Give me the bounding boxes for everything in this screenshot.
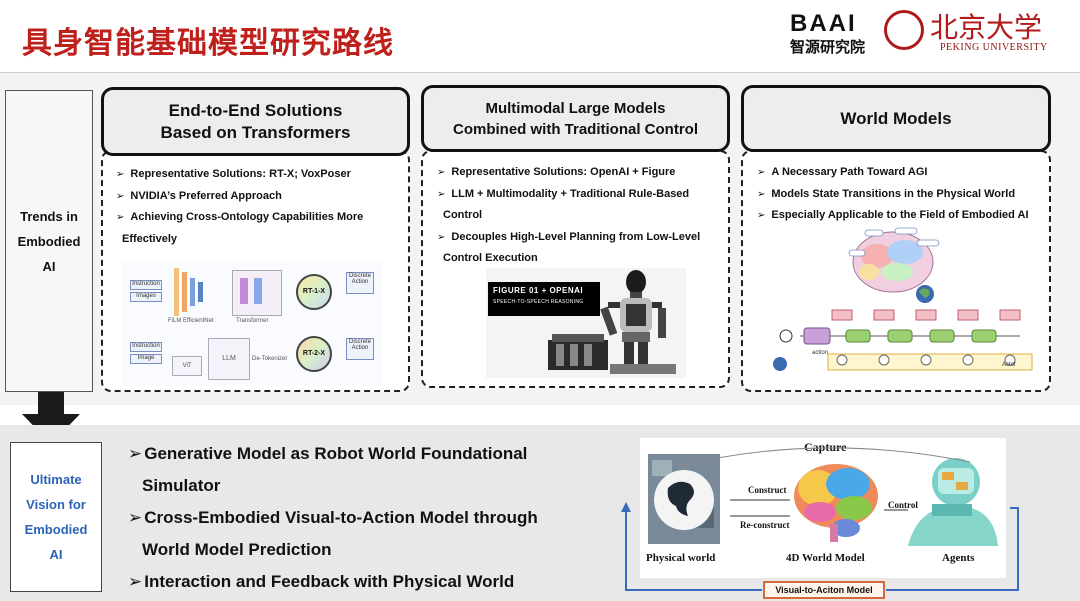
instruction-box: Instruction: [130, 342, 162, 352]
capture-arrows: [679, 447, 971, 517]
construct-label: Construct: [748, 485, 787, 495]
action-label: action: [812, 350, 829, 356]
instruction-box: Instruction: [130, 280, 162, 290]
bullet-item: Representative Solutions: RT-X; VoxPoser: [116, 164, 406, 186]
trends-label: Trends in Embodied AI: [17, 208, 81, 274]
bullet-item-continuation: Control: [443, 209, 483, 221]
film-block: [190, 278, 195, 306]
column-end-to-end-heading: End-to-End Solutions Based on Transforme…: [101, 87, 410, 156]
agents-robot-icon: [908, 458, 998, 546]
pku-logo-chinese: 北京大学: [930, 11, 1043, 44]
bullet-item: Models State Transitions in the Physical…: [757, 184, 1049, 206]
actor-label: Actor: [1002, 362, 1017, 368]
bullet-item: Especially Applicable to the Field of Em…: [757, 205, 1049, 227]
rtx-architecture-figure: Instruction Images FiLM EfficientNet Tra…: [122, 262, 382, 386]
pku-seal-icon: [884, 10, 924, 50]
trends-label-box: Trends in Embodied AI: [5, 90, 93, 392]
reconstruct-label: Re-construct: [740, 520, 790, 530]
bullet-item: NVIDIA’s Preferred Approach: [116, 186, 406, 208]
page-title: 具身智能基础模型研究路线: [22, 26, 394, 61]
bullet-item: Representative Solutions: OpenAI + Figur…: [437, 162, 727, 184]
vision-bullet-continuation: World Model Prediction: [142, 540, 332, 559]
bullet-item: LLM + Multimodality + Traditional Rule-B…: [437, 184, 727, 206]
discrete-action-box: Discrete Action: [346, 338, 374, 360]
transformer-layer: [254, 278, 262, 304]
baai-logo: BAAI: [790, 10, 857, 37]
world-model-loop-figure: Capture Construct Re-construct Control P…: [640, 438, 1006, 578]
figure-caption-panel: FIGURE 01 + OPENAI SPEECH-TO-SPEECH REAS…: [488, 282, 600, 316]
column-world-models-heading: World Models: [741, 85, 1051, 152]
brain-diagram-figure: [845, 224, 945, 306]
vision-bullet-item: Generative Model as Robot World Foundati…: [128, 438, 598, 470]
heading-line: End-to-End Solutions: [168, 100, 343, 120]
heading-line: Combined with Traditional Control: [453, 120, 698, 138]
bullet-item-continuation: Control Execution: [443, 252, 538, 264]
film-block: [198, 282, 203, 302]
visual-to-action-model-box: Visual-to-Aciton Model: [763, 581, 885, 599]
discrete-action-box: Discrete Action: [346, 272, 374, 294]
transformer-layer: [240, 278, 248, 304]
images-box: Images: [130, 292, 162, 302]
agents-label: Agents: [942, 552, 975, 564]
rssm-chain-diagram: [773, 309, 1033, 371]
vision-label-box: Ultimate Vision for Embodied AI: [10, 442, 102, 592]
llm-block: LLM: [208, 338, 250, 380]
brain-4d-icon: [794, 464, 878, 542]
rt2x-circle: RT-2-X: [296, 336, 332, 372]
world-model-chain-figure: action Actor: [770, 306, 1040, 374]
world-model-4d-label: 4D World Model: [786, 552, 865, 564]
brain-icon: [848, 227, 940, 303]
column-multimodal-heading: Multimodal Large Models Combined with Tr…: [421, 85, 730, 152]
vision-bullet-item: Cross-Embodied Visual-to-Action Model th…: [128, 502, 598, 534]
rt1x-circle: RT-1-X: [296, 274, 332, 310]
heading-line: Based on Transformers: [160, 122, 351, 142]
figure-caption-subtitle: SPEECH-TO-SPEECH REASONING: [493, 299, 584, 305]
humanoid-robot-icon: [548, 270, 676, 374]
vit-block: ViT: [172, 356, 202, 376]
physical-world-icon: [648, 454, 720, 544]
film-block: [182, 272, 187, 312]
figure-robot-image: FIGURE 01 + OPENAI SPEECH-TO-SPEECH REAS…: [486, 268, 686, 378]
vision-bullet-item: Interaction and Feedback with Physical W…: [128, 566, 598, 598]
pku-logo-english: PEKING UNIVERSITY: [940, 42, 1048, 53]
figure-caption-title: FIGURE 01 + OPENAI: [493, 286, 584, 295]
vision-bullet-continuation: Simulator: [142, 476, 221, 495]
bullet-item: Achieving Cross-Ontology Capabilities Mo…: [116, 207, 406, 229]
film-block: [174, 268, 179, 316]
vision-bullets: Generative Model as Robot World Foundati…: [128, 438, 598, 598]
vision-label: Ultimate Vision for Embodied AI: [24, 472, 88, 562]
feedback-loop-arrows: [621, 502, 1019, 591]
physical-world-label: Physical world: [646, 552, 716, 564]
detokenizer-label: De-Tokenizer: [252, 356, 288, 362]
heading-line: World Models: [840, 108, 952, 128]
column-world-models-bullets: A Necessary Path Toward AGI Models State…: [757, 162, 1049, 227]
heading-line: Multimodal Large Models: [485, 99, 666, 117]
image-box: Image: [130, 354, 162, 364]
film-label: FiLM EfficientNet: [168, 318, 214, 324]
bullet-item: Decouples High-Level Planning from Low-L…: [437, 227, 727, 249]
bullet-item: A Necessary Path Toward AGI: [757, 162, 1049, 184]
bullet-item-continuation: Effectively: [122, 232, 178, 245]
baai-logo-subtitle: 智源研究院: [790, 39, 866, 56]
column-end-to-end-bullets: Representative Solutions: RT-X; VoxPoser…: [116, 164, 406, 250]
column-multimodal-bullets: Representative Solutions: OpenAI + Figur…: [437, 162, 727, 270]
control-label: Control: [888, 500, 918, 510]
capture-label: Capture: [804, 440, 847, 454]
transformer-label: Transformer: [236, 318, 269, 324]
